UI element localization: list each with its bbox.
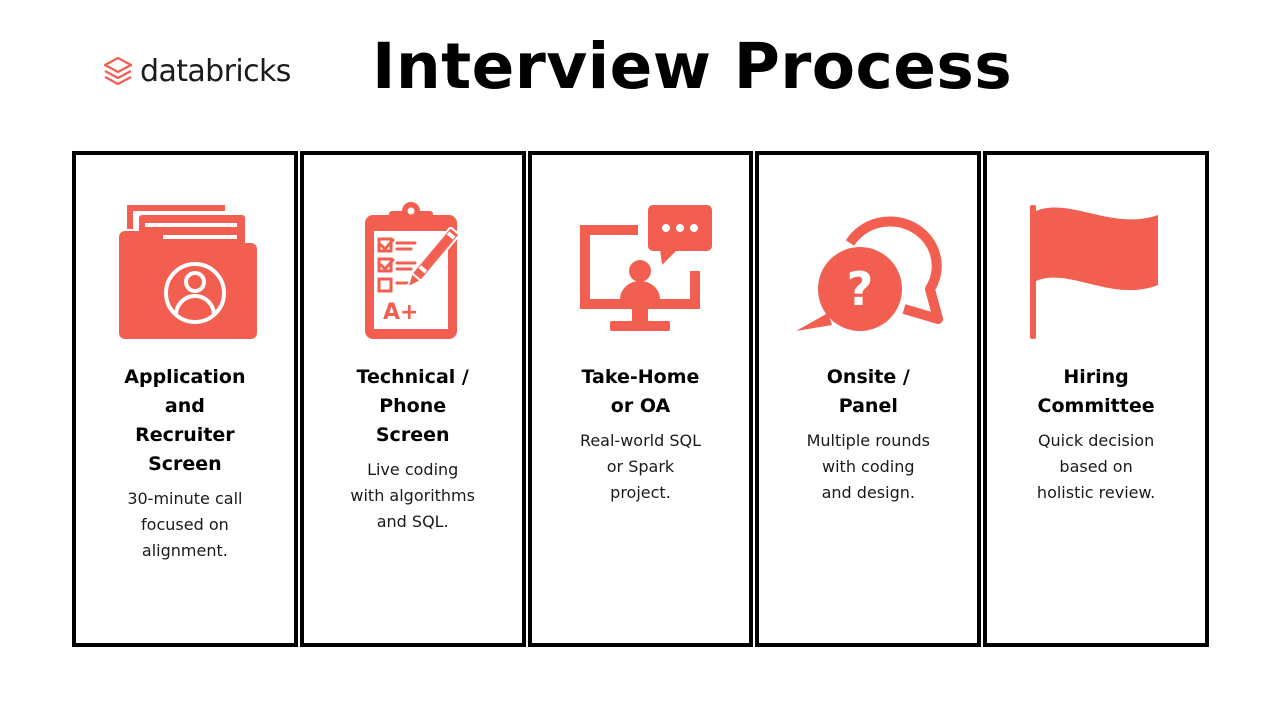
- step-icon-wrapper: A+: [343, 201, 483, 341]
- folder-user-icon: [118, 205, 257, 339]
- speech-question-icon: ?: [796, 216, 944, 331]
- monitor-chat-icon: [580, 205, 713, 331]
- databricks-logo-icon: [103, 56, 133, 85]
- step-description: Multiple rounds with coding and design.: [806, 431, 930, 502]
- step-description: 30-minute call focused on alignment.: [127, 489, 243, 560]
- step-card-take-home: Take-Home or OA Real-world SQL or Spark …: [527, 151, 754, 647]
- step-title: Take-Home or OA: [581, 366, 700, 417]
- step-icon-wrapper: [115, 201, 257, 341]
- process-steps: Application and Recruiter Screen 30-minu…: [72, 151, 1209, 647]
- step-icon-wrapper: [570, 201, 713, 341]
- flag-icon: [1030, 205, 1159, 339]
- step-description: Real-world SQL or Spark project.: [579, 431, 702, 502]
- step-title: Application and Recruiter Screen: [124, 366, 246, 475]
- step-icon-wrapper: [1026, 201, 1166, 341]
- question-mark-glyph: ?: [847, 262, 874, 316]
- step-card-application: Application and Recruiter Screen 30-minu…: [72, 151, 298, 647]
- step-card-onsite: ? Onsite / Panel Multiple rounds with co…: [755, 151, 982, 647]
- step-card-technical: A+ Technical / Phone Screen Live coding …: [299, 151, 526, 647]
- page-title: Interview Process: [372, 30, 1013, 103]
- brand-name: databricks: [140, 54, 291, 89]
- step-icon-wrapper: ?: [796, 201, 944, 341]
- step-title: Technical / Phone Screen: [356, 366, 469, 446]
- step-title: Onsite / Panel: [826, 366, 910, 417]
- brand-logo: databricks: [102, 54, 291, 89]
- step-description: Quick decision based on holistic review.: [1036, 431, 1156, 502]
- step-card-hiring-committee: Hiring Committee Quick decision based on…: [983, 151, 1209, 647]
- step-title: Hiring Committee: [1037, 366, 1155, 417]
- step-description: Live coding with algorithms and SQL.: [350, 460, 475, 531]
- clipboard-grade-icon: A+: [364, 202, 460, 339]
- grade-text: A+: [383, 300, 418, 325]
